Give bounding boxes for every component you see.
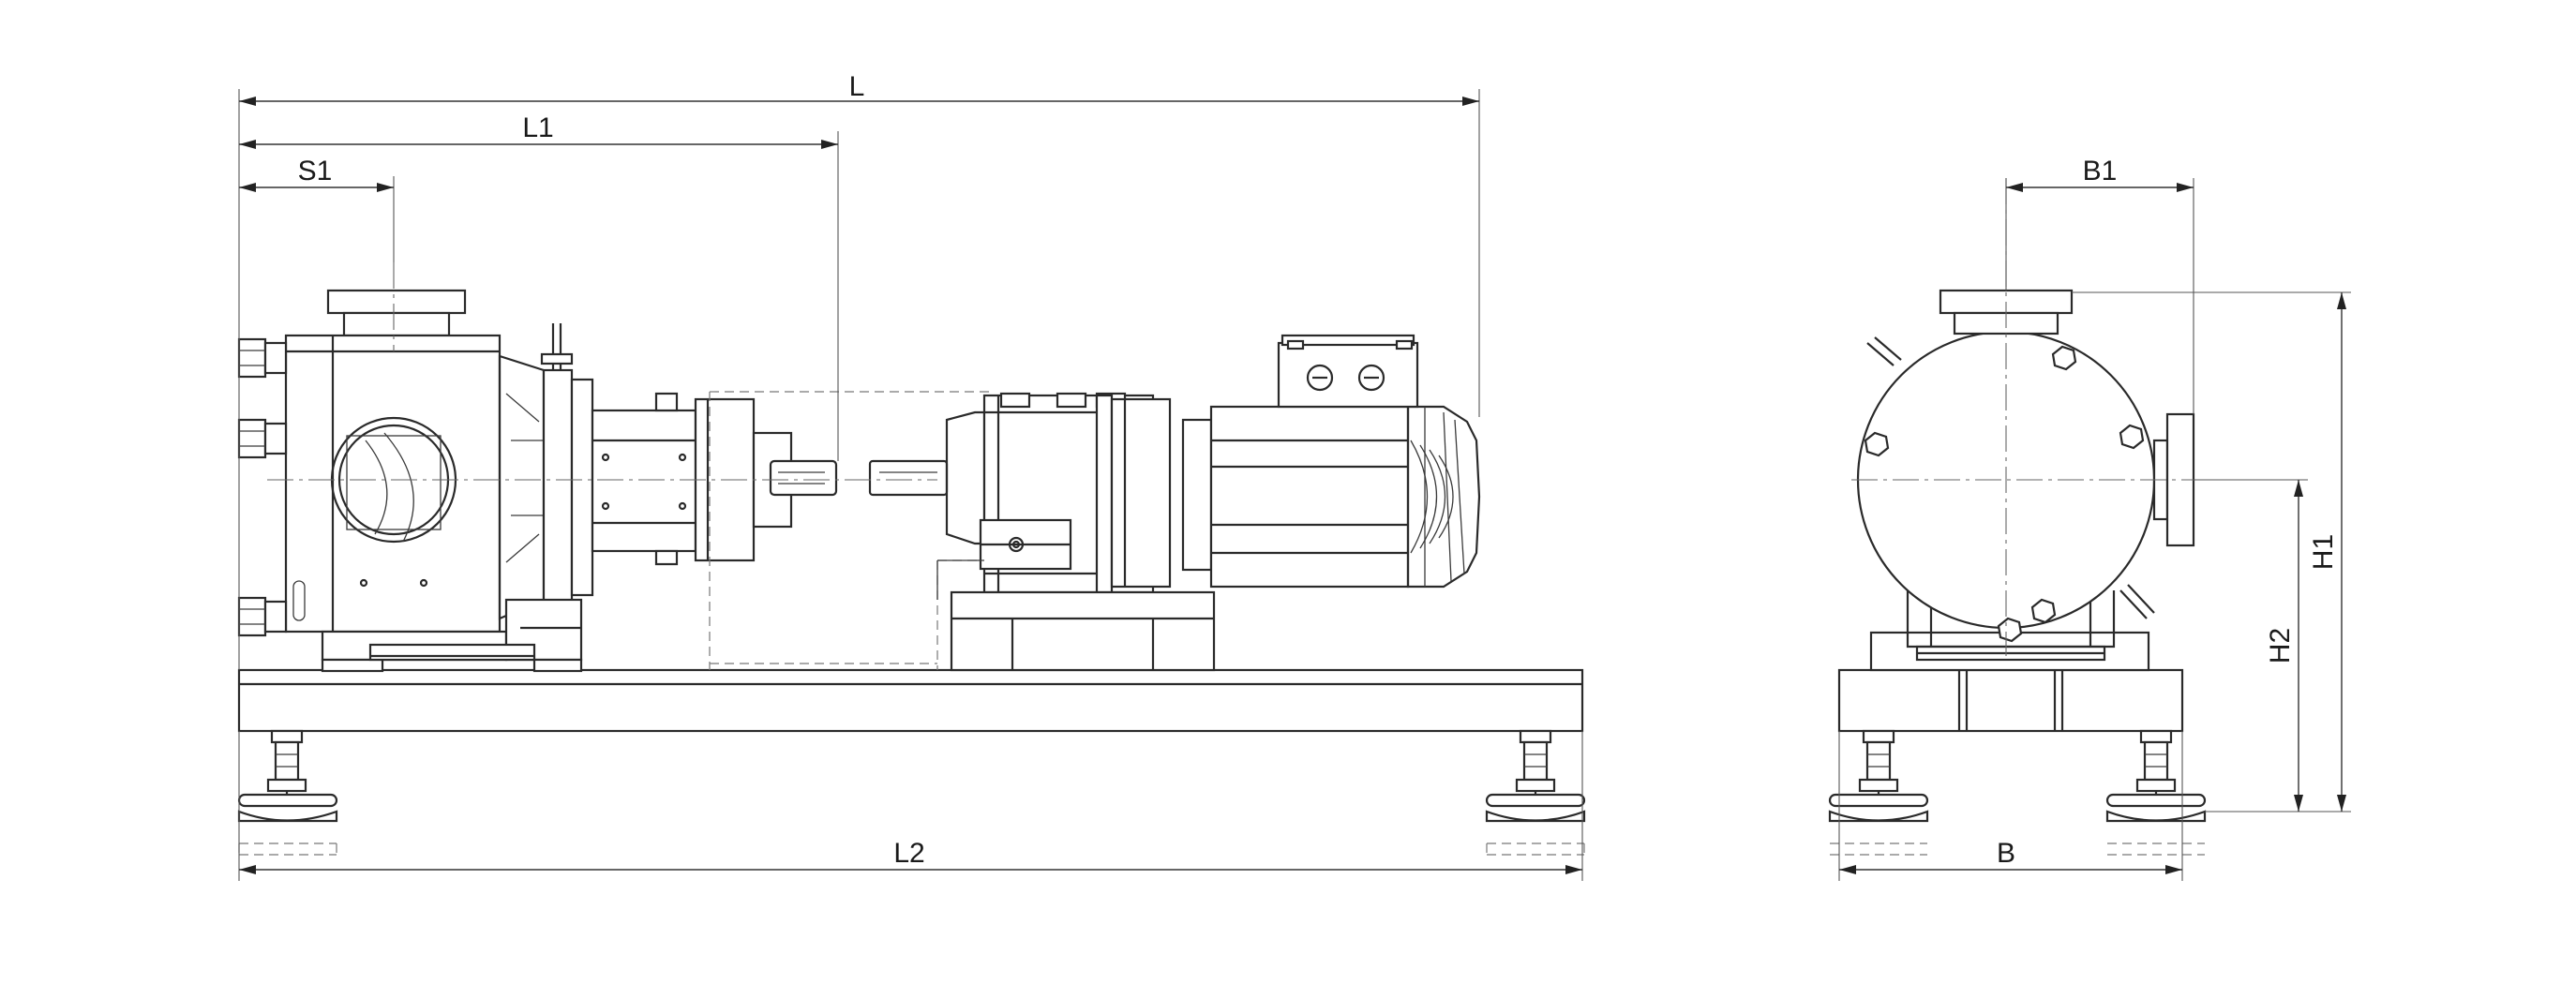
gearbox <box>936 392 1172 600</box>
dimension-label-H1: H1 <box>2308 534 2339 570</box>
dimension-label-L: L <box>849 71 865 102</box>
dimension-L1: L1 <box>239 112 838 149</box>
base-frame <box>237 668 1584 733</box>
motor-pedestal <box>950 590 1216 672</box>
cover-bolts <box>237 337 288 637</box>
dimension-L2: L2 <box>239 838 1582 874</box>
pump-casing-round <box>1856 289 2195 643</box>
front-foot-right <box>2105 729 2207 856</box>
dimension-label-B: B <box>1997 838 2015 869</box>
dimension-label-L2: L2 <box>893 838 924 869</box>
leveling-foot-left <box>237 729 338 856</box>
side-view: L L1 S1 L2 <box>237 71 1586 881</box>
gearbox-shaft <box>868 459 949 497</box>
dimension-H2: H2 <box>2265 480 2303 812</box>
dimension-label-H2: H2 <box>2265 628 2296 664</box>
front-extension-lines <box>1838 178 2351 881</box>
extension-lines <box>238 89 1583 881</box>
dimension-label-B1: B1 <box>2083 156 2118 186</box>
dimension-B: B <box>1839 838 2182 874</box>
dimension-label-S1: S1 <box>298 156 333 186</box>
leveling-foot-right <box>1485 729 1586 856</box>
dimension-S1: S1 <box>239 156 394 192</box>
front-view: B1 B H1 H2 <box>1828 156 2351 881</box>
dimension-label-L1: L1 <box>522 112 553 143</box>
front-foot-left <box>1828 729 1929 856</box>
dimension-H1: H1 <box>2308 292 2346 812</box>
pump-body <box>284 289 508 673</box>
dimension-B1: B1 <box>2006 156 2194 192</box>
dimension-L: L <box>239 71 1479 106</box>
electric-motor <box>1181 334 1481 589</box>
bearing-bracket <box>368 323 838 673</box>
